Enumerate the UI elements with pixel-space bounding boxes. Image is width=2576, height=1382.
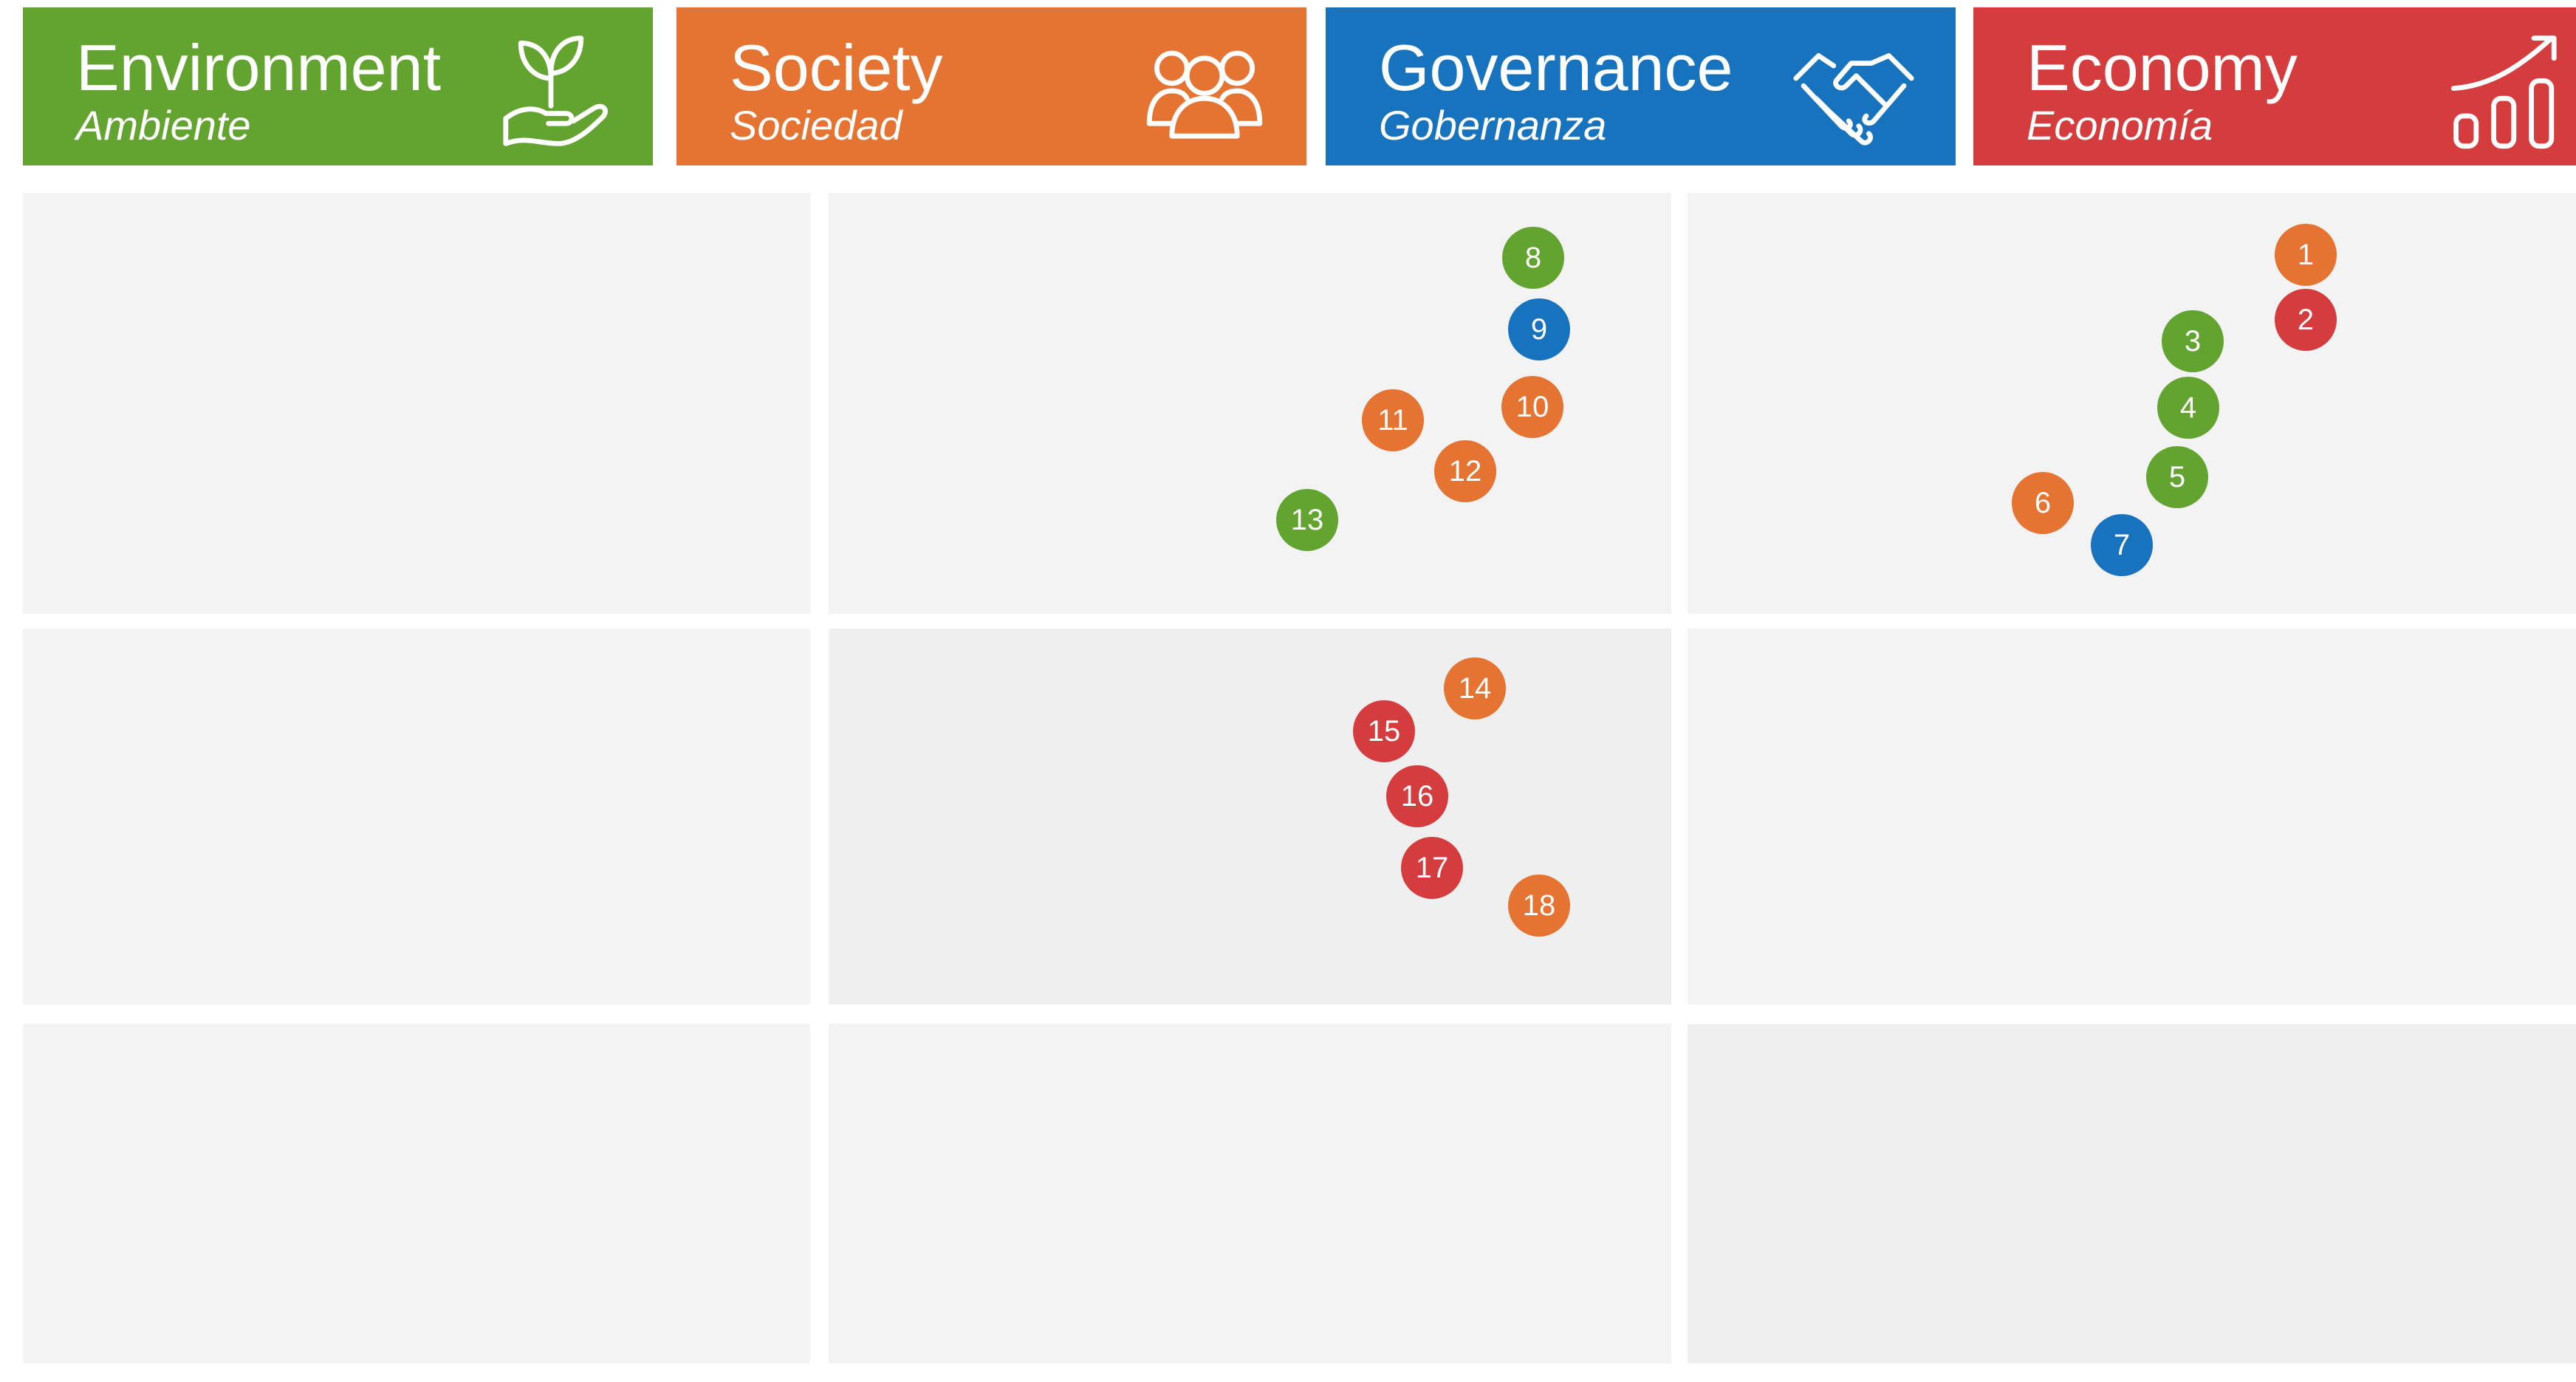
category-economy: Economy Economía	[1973, 7, 2576, 165]
category-title: Society	[730, 31, 943, 104]
numbered-marker: 13	[1276, 489, 1338, 551]
matrix-cell	[1688, 1024, 2576, 1364]
category-environment: Environment Ambiente	[23, 7, 653, 165]
category-subtitle: Sociedad	[730, 102, 902, 148]
category-title: Governance	[1379, 31, 1733, 104]
numbered-marker: 11	[1362, 389, 1424, 451]
category-subtitle: Ambiente	[76, 102, 251, 148]
matrix-cell	[23, 1024, 810, 1364]
matrix-cell	[829, 629, 1671, 1005]
plant-in-hand-icon	[488, 28, 614, 154]
numbered-marker: 1	[2275, 224, 2337, 286]
numbered-marker: 5	[2146, 446, 2208, 508]
numbered-marker: 4	[2157, 377, 2219, 439]
numbered-marker: 2	[2275, 289, 2337, 351]
category-title: Economy	[2027, 31, 2298, 104]
category-subtitle: Gobernanza	[1379, 102, 1607, 148]
numbered-marker: 9	[1508, 298, 1570, 360]
growth-chart-icon	[2446, 28, 2572, 154]
numbered-marker: 7	[2091, 514, 2153, 576]
matrix-cell	[829, 1024, 1671, 1364]
people-group-icon	[1142, 28, 1267, 154]
numbered-marker: 3	[2162, 310, 2224, 372]
matrix-cell	[1688, 629, 2576, 1005]
numbered-marker: 10	[1501, 376, 1563, 438]
category-governance: Governance Gobernanza	[1326, 7, 1956, 165]
handshake-icon	[1791, 28, 1916, 154]
numbered-marker: 17	[1401, 837, 1463, 899]
matrix-cell	[23, 629, 810, 1005]
category-title: Environment	[76, 31, 442, 104]
category-subtitle: Economía	[2027, 102, 2213, 148]
category-society: Society Sociedad	[676, 7, 1306, 165]
numbered-marker: 12	[1434, 440, 1496, 502]
numbered-marker: 8	[1502, 227, 1564, 289]
numbered-marker: 16	[1386, 765, 1448, 827]
numbered-marker: 18	[1508, 875, 1570, 937]
numbered-marker: 14	[1444, 657, 1506, 719]
numbered-marker: 15	[1353, 700, 1415, 762]
matrix-cell	[23, 193, 810, 614]
numbered-marker: 6	[2012, 472, 2074, 534]
